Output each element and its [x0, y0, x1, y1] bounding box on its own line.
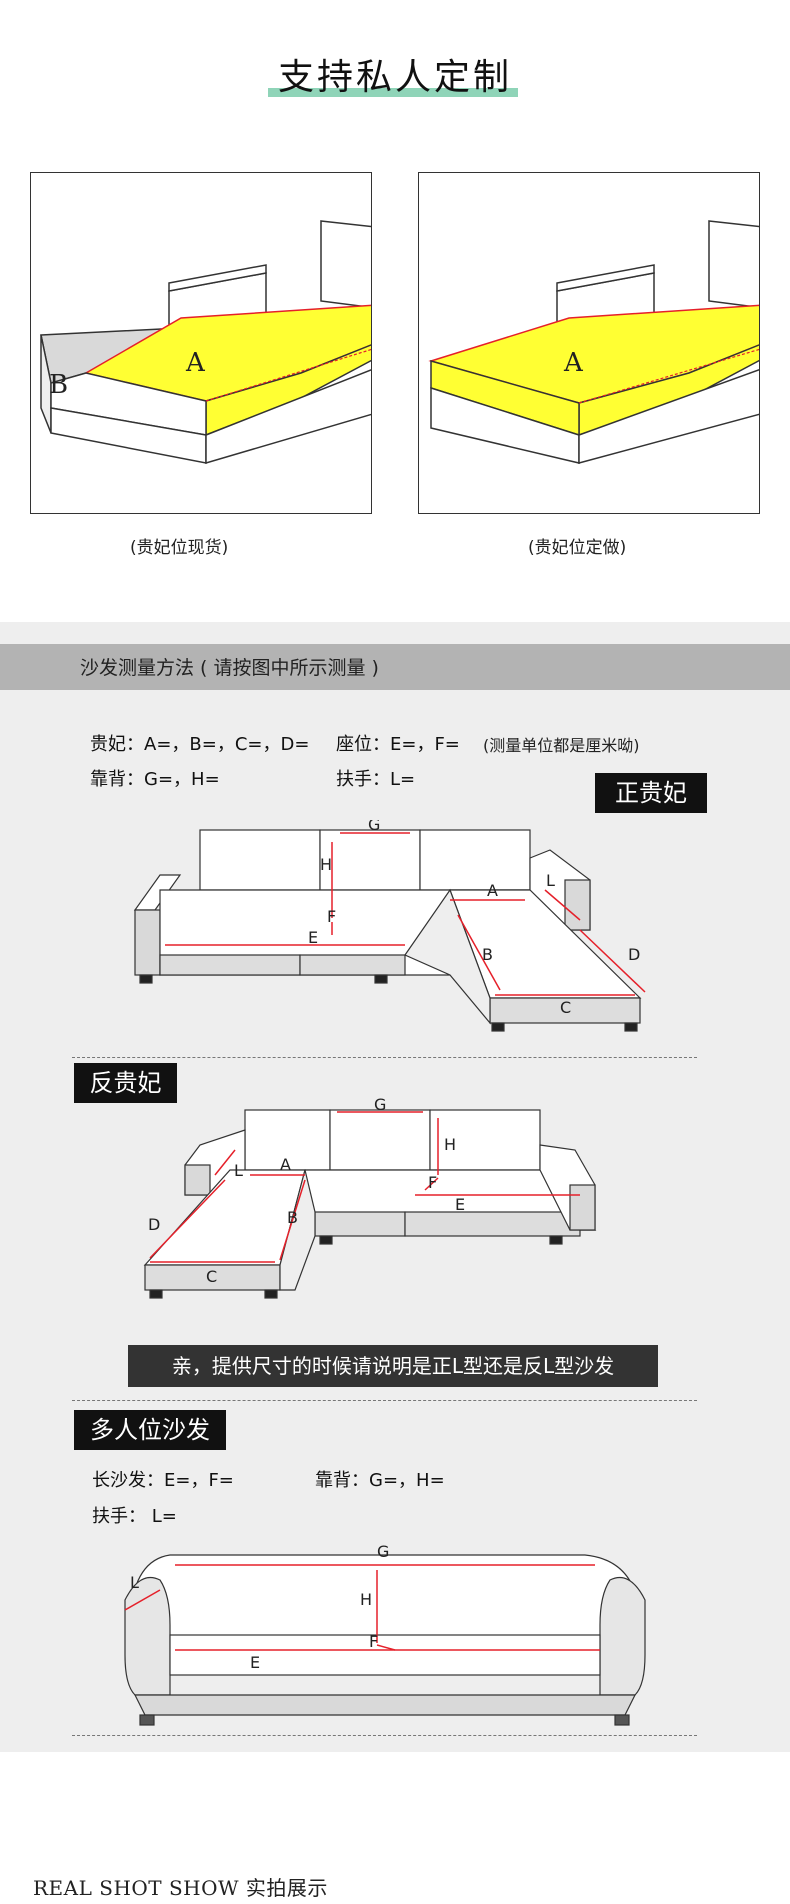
sofa-custom-illustration: A: [428, 220, 765, 464]
label-b: B: [49, 370, 68, 400]
divider-dotted: [72, 1057, 697, 1058]
diagram-multi-seat: G H F E L: [124, 1542, 646, 1726]
dim-label-l: L: [130, 1573, 139, 1592]
dim-label-d: D: [148, 1215, 160, 1234]
dim-label-e: E: [250, 1653, 260, 1672]
tag-multi-seat: 多人位沙发: [74, 1410, 226, 1450]
sofa-stock-illustration: A B: [40, 220, 377, 465]
dim-label-l: L: [234, 1161, 243, 1180]
dim-label-h: H: [320, 855, 332, 874]
panel-custom: A: [418, 172, 765, 514]
dim-label-c: C: [206, 1267, 217, 1286]
dim-label-b: B: [482, 945, 493, 964]
text-chaise-dims: 贵妃：A=，B=，C=，D=: [90, 734, 310, 755]
dim-label-a: A: [280, 1155, 291, 1174]
dim-label-d: D: [628, 945, 640, 964]
dim-label-a: A: [487, 881, 498, 900]
title-wrap: 支持私人定制: [0, 48, 790, 104]
dim-label-g: G: [374, 1095, 386, 1114]
text-back-dims: 靠背：G=，H=: [90, 769, 220, 790]
measure-header-band: [0, 644, 790, 690]
page-title: 支持私人定制: [277, 57, 512, 98]
dim-label-h: H: [444, 1135, 456, 1154]
label-a: A: [185, 348, 206, 378]
dim-label-l: L: [546, 871, 555, 890]
panel-stock: A B: [30, 172, 377, 514]
caption-stock: (贵妃位现货): [130, 538, 229, 558]
divider-dotted: [72, 1735, 697, 1736]
dim-label-f: F: [428, 1173, 437, 1192]
text-seat-dims: 座位：E=，F=: [336, 734, 460, 755]
tag-right-chaise: 正贵妃: [595, 773, 707, 813]
dim-label-b: B: [287, 1208, 298, 1227]
tag-left-chaise: 反贵妃: [74, 1063, 177, 1103]
diagram-left-chaise: G H F E A L B C D: [143, 1095, 597, 1299]
dim-label-e: E: [455, 1195, 465, 1214]
dim-label-f: F: [369, 1632, 378, 1651]
text-arm-dims: 扶手：L=: [336, 769, 416, 790]
text-multi-back-dims: 靠背：G=，H=: [315, 1470, 445, 1491]
text-long-sofa-dims: 长沙发：E=，F=: [92, 1470, 234, 1491]
dim-label-h: H: [360, 1590, 372, 1609]
dim-label-c: C: [560, 998, 571, 1017]
divider-dotted: [72, 1400, 697, 1401]
measure-header: 沙发测量方法 ( 请按图中所示测量 ): [80, 657, 379, 679]
note-banner: 亲，提供尺寸的时候请说明是正L型还是反L型沙发: [128, 1345, 658, 1387]
footer-title: REAL SHOT SHOW 实拍展示: [33, 1876, 328, 1900]
text-unit-note: (测量单位都是厘米呦): [483, 736, 640, 755]
dim-label-g: G: [368, 820, 380, 834]
caption-custom: (贵妃位定做): [528, 538, 627, 558]
diagram-right-chaise: G H F E A L B C D: [133, 820, 646, 1032]
title-underline: [268, 88, 518, 97]
label-a: A: [563, 348, 584, 378]
dim-label-f: F: [327, 907, 336, 926]
dim-label-g: G: [377, 1542, 389, 1561]
text-multi-arm-dims: 扶手： L=: [92, 1506, 177, 1527]
dim-label-e: E: [308, 928, 318, 947]
